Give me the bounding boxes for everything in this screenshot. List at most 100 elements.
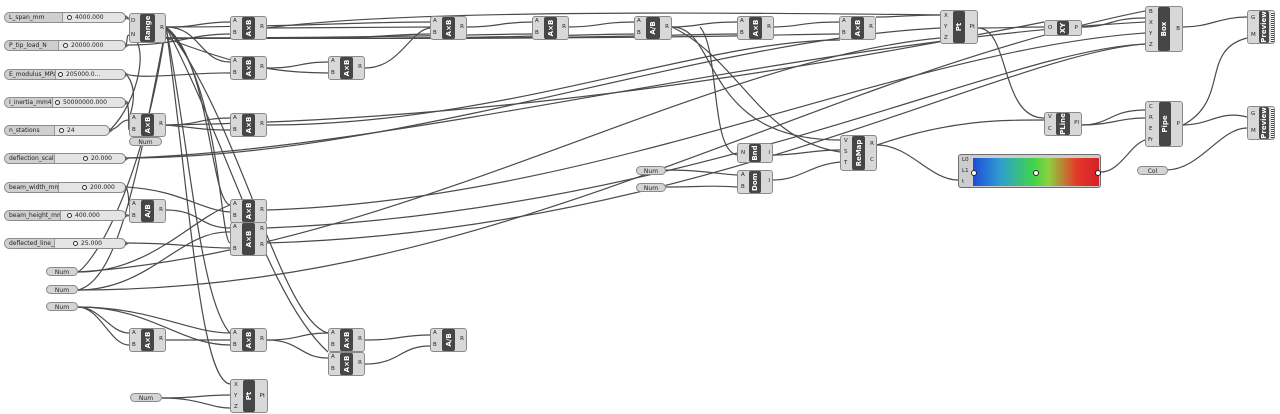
slider-value: 4000.000 bbox=[67, 13, 104, 22]
wire bbox=[125, 73, 134, 119]
number-param[interactable]: Num bbox=[130, 393, 162, 402]
output-grip-icon[interactable] bbox=[125, 15, 129, 20]
slider-value: 205000.0... bbox=[58, 70, 100, 79]
output-r-label: R bbox=[870, 141, 874, 147]
colour-param[interactable]: Col bbox=[1137, 166, 1168, 175]
output-r-label: R bbox=[260, 242, 264, 248]
component-title: Preview bbox=[1260, 11, 1268, 43]
output-grip-icon[interactable] bbox=[125, 213, 129, 218]
number-param[interactable]: Num bbox=[46, 285, 78, 294]
input-z-label: Z bbox=[944, 35, 948, 41]
component-title: A×B bbox=[853, 19, 862, 37]
number-param[interactable]: Num bbox=[129, 137, 162, 146]
wire bbox=[665, 169, 738, 176]
component-title: Box bbox=[1160, 21, 1168, 37]
input-b-label: B bbox=[433, 342, 437, 348]
number-param[interactable]: Num bbox=[636, 183, 666, 192]
wire bbox=[875, 14, 941, 18]
output-grip-icon[interactable] bbox=[125, 156, 129, 161]
input-b-label: B bbox=[233, 70, 237, 76]
output-grip-icon[interactable] bbox=[109, 128, 113, 133]
input-l1-label: L1 bbox=[962, 168, 969, 174]
slider-label: deflected_line_r bbox=[5, 239, 55, 248]
slider-label: E_modulus_MPa bbox=[5, 70, 56, 79]
input-v-label: V bbox=[1048, 114, 1052, 120]
gradient-stop-handle[interactable] bbox=[1033, 170, 1039, 176]
input-a-label: A bbox=[637, 18, 641, 24]
wire bbox=[77, 26, 167, 273]
wire bbox=[671, 21, 738, 28]
gradient-stop-handle[interactable] bbox=[1095, 170, 1101, 176]
output-r-label: R bbox=[260, 226, 264, 232]
input-a-label: A bbox=[132, 201, 136, 207]
range-component[interactable]: D N Range R bbox=[129, 13, 166, 43]
wire bbox=[671, 26, 841, 141]
input-g-label: G bbox=[1251, 111, 1256, 117]
number-param[interactable]: Num bbox=[636, 166, 666, 175]
output-grip-icon[interactable] bbox=[125, 43, 129, 48]
output-r-label: R bbox=[665, 24, 669, 30]
input-b-label: B bbox=[233, 342, 237, 348]
number-param[interactable]: Num bbox=[46, 267, 78, 276]
number-param[interactable]: Num bbox=[46, 302, 78, 311]
component-title: A/B bbox=[649, 21, 657, 35]
wire bbox=[772, 149, 841, 156]
gradient-stop-handle[interactable] bbox=[971, 170, 977, 176]
input-b-label: B bbox=[740, 30, 744, 36]
gradient-component[interactable]: L0 L1 t bbox=[958, 154, 1101, 188]
wire bbox=[567, 21, 635, 28]
output-grip-icon[interactable] bbox=[125, 100, 129, 105]
output-grip-icon[interactable] bbox=[125, 185, 129, 190]
input-c-label: C bbox=[1149, 104, 1153, 110]
wire bbox=[364, 334, 431, 341]
input-x-label: X bbox=[1149, 20, 1153, 26]
output-grip-icon[interactable] bbox=[125, 241, 129, 246]
output-grip-icon[interactable] bbox=[125, 72, 129, 77]
input-c-label: C bbox=[1048, 126, 1052, 132]
wire bbox=[165, 26, 231, 334]
input-o-label: O bbox=[1048, 25, 1053, 31]
wire bbox=[266, 339, 329, 359]
slider-label: n_stations bbox=[5, 126, 55, 135]
wire bbox=[364, 345, 431, 365]
